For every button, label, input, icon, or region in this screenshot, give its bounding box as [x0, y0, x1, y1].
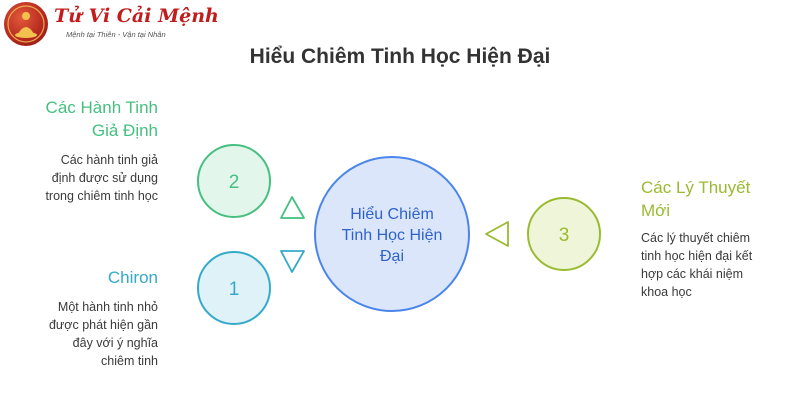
node-1-desc-line-3: đây với ý nghĩa: [72, 336, 158, 350]
node-3-desc-line-3: hợp các khái niệm: [641, 267, 743, 281]
node-1-title-line-1: Chiron: [107, 268, 158, 287]
center-node: Hiểu Chiêm Tinh Học Hiện Đại: [314, 156, 470, 312]
node-2-description: Các hành tinh giả định được sử dụng tron…: [0, 151, 158, 205]
triangle-down-icon: [280, 250, 305, 273]
node-2-desc-line-2: định được sử dụng: [51, 171, 158, 185]
center-label-line-1: Hiểu Chiêm: [350, 205, 434, 223]
node-3-title-line-1: Các Lý Thuyết: [641, 178, 751, 197]
node-2-title-line-1: Các Hành Tinh: [45, 98, 158, 117]
center-label-line-2: Tinh Học Hiện: [342, 227, 443, 244]
node-2-title: Các Hành Tinh Giả Định: [0, 96, 158, 142]
triangle-left-icon: [485, 221, 509, 247]
logo-name: Tử Vi Cải Mệnh: [54, 5, 219, 27]
node-2-title-line-2: Giả Định: [91, 121, 158, 140]
node-1-desc-line-4: chiêm tinh: [101, 354, 158, 368]
page-title: Hiểu Chiêm Tinh Học Hiện Đại: [249, 45, 551, 68]
node-3: 3: [527, 197, 601, 271]
node-2: 2: [197, 144, 271, 218]
node-1-description: Một hành tinh nhỏ được phát hiện gần đây…: [0, 298, 158, 370]
node-2-number: 2: [229, 172, 240, 193]
node-2-desc-line-3: trong chiêm tinh học: [45, 189, 158, 203]
buddha-logo-icon: [4, 2, 48, 46]
node-3-title: Các Lý Thuyết Mới: [641, 176, 791, 222]
node-3-desc-line-1: Các lý thuyết chiêm: [641, 231, 751, 245]
center-label-line-3: Đại: [380, 248, 404, 265]
node-3-number: 3: [559, 225, 570, 246]
node-1: 1: [197, 251, 271, 325]
node-3-title-line-2: Mới: [641, 201, 671, 220]
node-3-description: Các lý thuyết chiêm tinh học hiện đại kế…: [641, 229, 796, 301]
node-3-desc-line-4: khoa học: [641, 285, 692, 299]
triangle-up-icon: [280, 196, 305, 219]
logo-tagline: Mệnh tại Thiên - Vận tại Nhân: [66, 30, 166, 39]
node-1-desc-line-1: Một hành tinh nhỏ: [57, 300, 158, 314]
node-3-desc-line-2: tinh học hiện đại kết: [641, 249, 753, 263]
node-1-desc-line-2: được phát hiện gần: [48, 318, 158, 332]
node-1-title: Chiron: [0, 266, 158, 289]
node-2-desc-line-1: Các hành tinh giả: [60, 153, 158, 167]
site-logo[interactable]: Tử Vi Cải Mệnh Mệnh tại Thiên - Vận tại …: [4, 2, 219, 48]
node-1-number: 1: [229, 279, 240, 300]
